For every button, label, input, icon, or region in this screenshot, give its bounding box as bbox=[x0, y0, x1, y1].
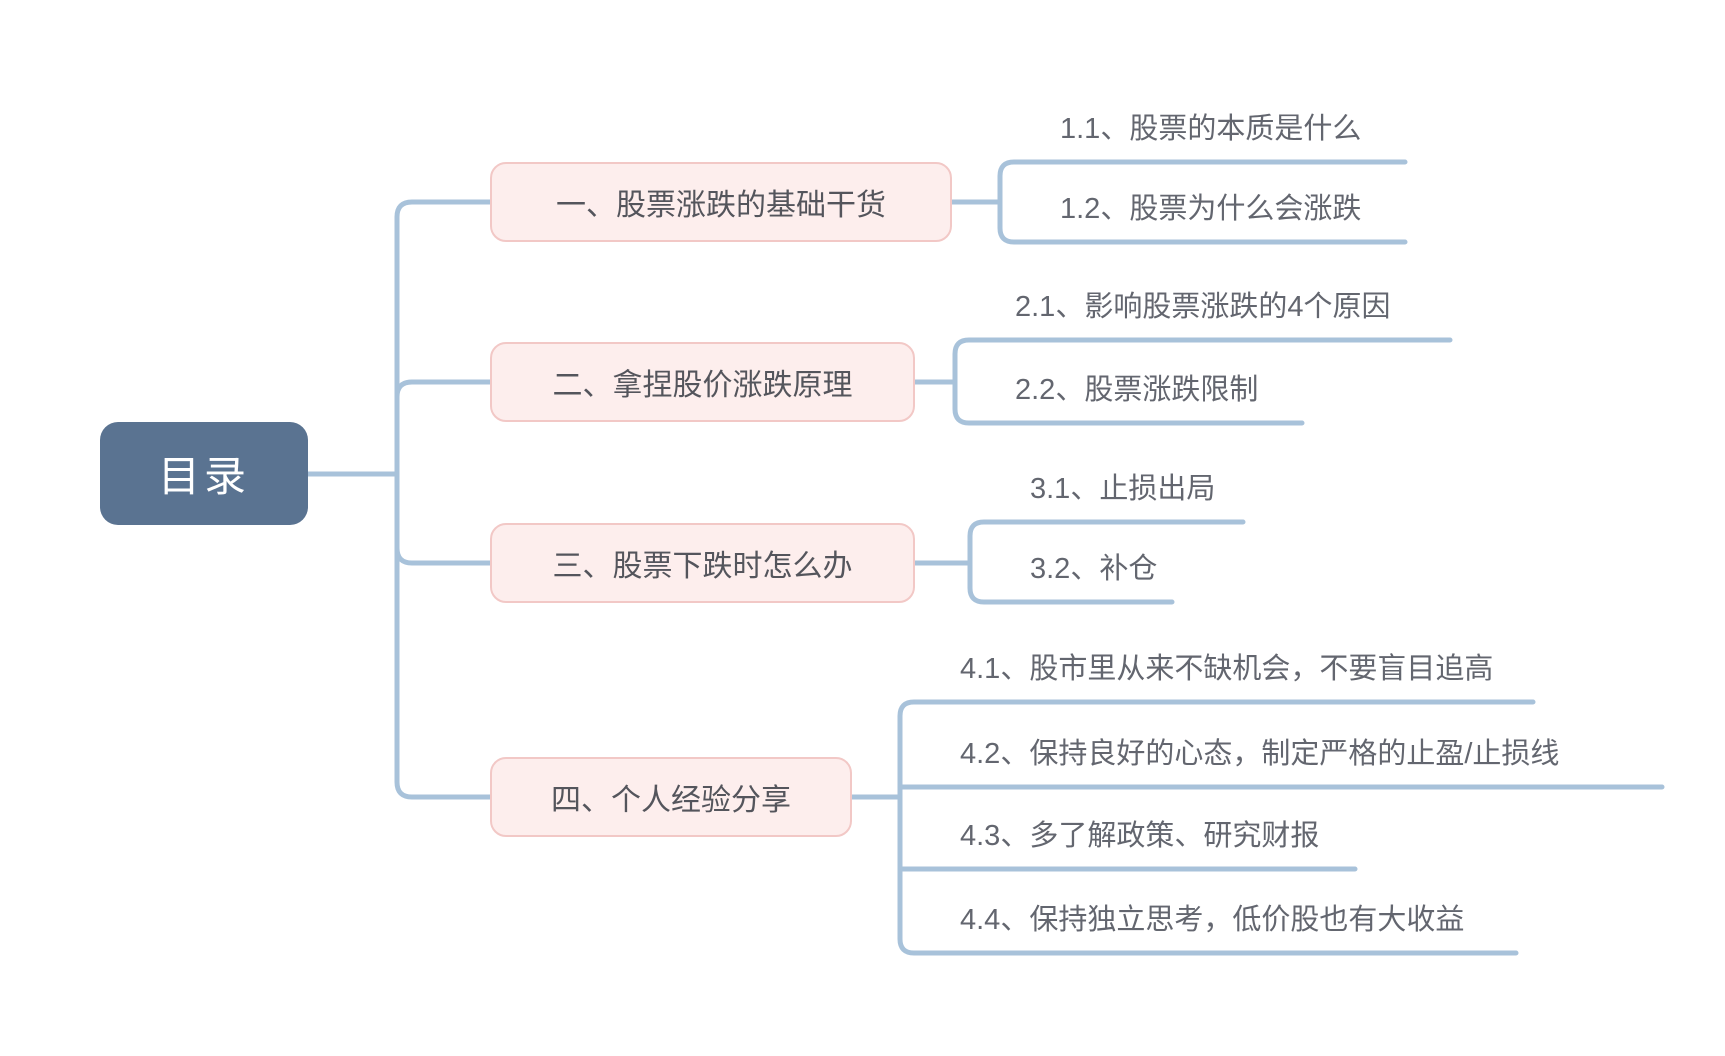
trunk-upper bbox=[394, 199, 493, 477]
branch-topic-2[interactable]: 二、拿捏股价涨跌原理 bbox=[490, 342, 915, 422]
subtopic-3-1[interactable]: 3.1、止损出局 bbox=[1030, 473, 1216, 505]
group4-bracket bbox=[897, 699, 1536, 956]
subtopic-4-4[interactable]: 4.4、保持独立思考，低价股也有大收益 bbox=[960, 904, 1465, 936]
subtopic-4-3[interactable]: 4.3、多了解政策、研究财报 bbox=[960, 820, 1320, 852]
subtopic-1-1[interactable]: 1.1、股票的本质是什么 bbox=[1060, 113, 1362, 145]
group2-bracket bbox=[952, 337, 1453, 426]
group3-bracket bbox=[967, 519, 1246, 605]
subtopic-3-2[interactable]: 3.2、补仓 bbox=[1030, 553, 1158, 585]
branch-topic-3[interactable]: 三、股票下跌时怎么办 bbox=[490, 523, 915, 603]
branch-topic-4-label: 四、个人经验分享 bbox=[551, 784, 791, 817]
root-topic[interactable]: 目录 bbox=[100, 422, 308, 525]
group1-bracket bbox=[997, 159, 1408, 245]
branch3-connector bbox=[394, 545, 493, 566]
root-topic-label: 目录 bbox=[157, 453, 250, 500]
subtopic-4-1[interactable]: 4.1、股市里从来不缺机会，不要盲目追高 bbox=[960, 653, 1494, 685]
subtopic-1-2[interactable]: 1.2、股票为什么会涨跌 bbox=[1060, 193, 1362, 225]
branch-topic-3-label: 三、股票下跌时怎么办 bbox=[552, 550, 853, 583]
branch-topic-1[interactable]: 一、股票涨跌的基础干货 bbox=[490, 162, 952, 242]
branch2-connector bbox=[394, 379, 493, 400]
subtopic-4-2[interactable]: 4.2、保持良好的心态，制定严格的止盈/止损线 bbox=[960, 738, 1560, 770]
branch-topic-2-label: 二、拿捏股价涨跌原理 bbox=[552, 369, 853, 402]
branch-topic-4[interactable]: 四、个人经验分享 bbox=[490, 757, 852, 837]
subtopic-2-1[interactable]: 2.1、影响股票涨跌的4个原因 bbox=[1015, 291, 1391, 323]
subtopic-2-2[interactable]: 2.2、股票涨跌限制 bbox=[1015, 374, 1259, 406]
branch-topic-1-label: 一、股票涨跌的基础干货 bbox=[556, 189, 886, 222]
trunk-lower bbox=[394, 471, 493, 800]
